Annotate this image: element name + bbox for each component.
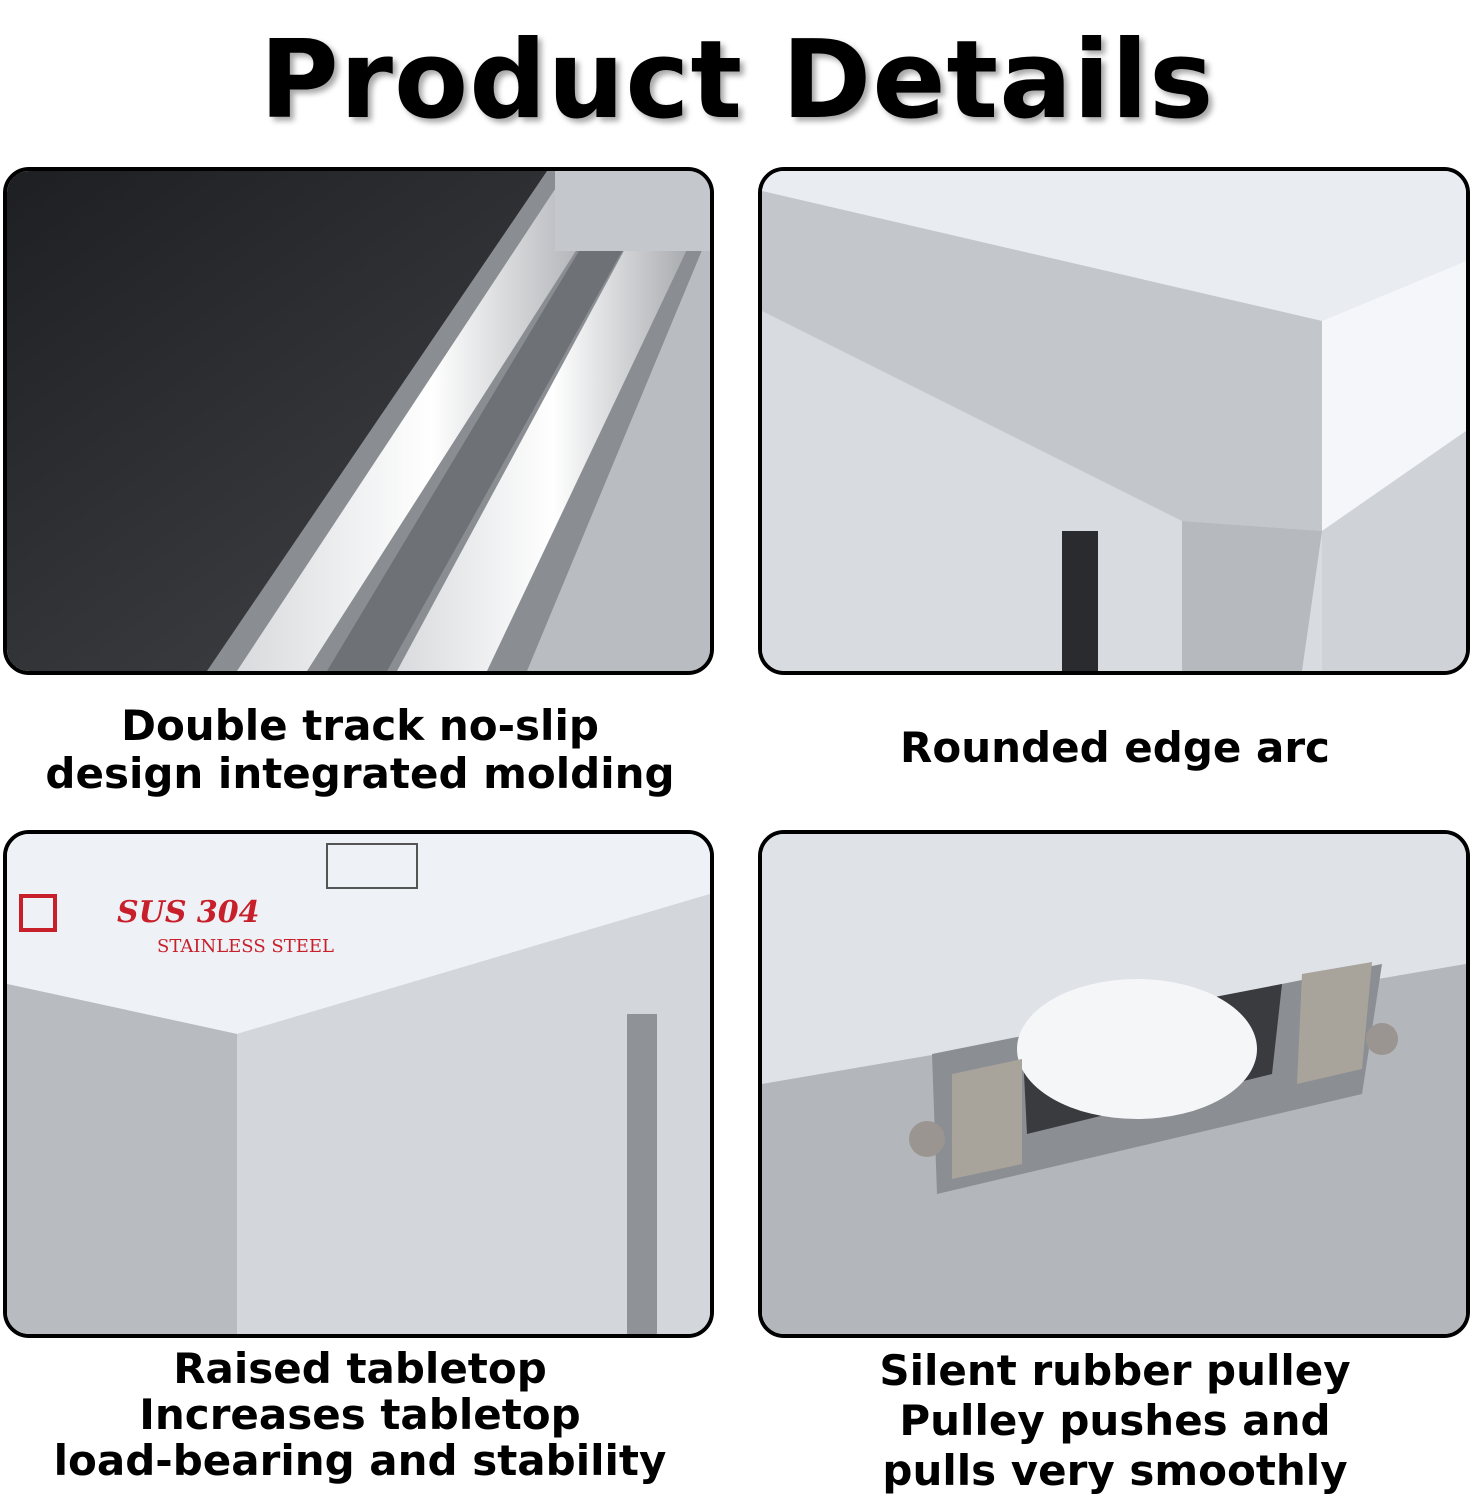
label-sub: STAINLESS STEEL bbox=[157, 936, 334, 957]
pulley-image bbox=[762, 834, 1466, 1334]
rounded-edge-image bbox=[762, 171, 1466, 671]
rivet-icon bbox=[909, 1121, 945, 1157]
caption-rounded-edge: Rounded edge arc bbox=[900, 723, 1330, 772]
label-brand: SUS 304 bbox=[117, 895, 260, 930]
rivet-icon bbox=[1366, 1023, 1398, 1055]
caption-double-track: Double track no-slip design integrated m… bbox=[45, 701, 675, 798]
sus304-label: SUS 304 STAINLESS STEEL bbox=[19, 894, 334, 957]
page-title: Product Details bbox=[259, 17, 1215, 143]
photo-pulley bbox=[758, 830, 1470, 1338]
double-track-image bbox=[7, 171, 710, 671]
photo-raised-tabletop: SUS 304 STAINLESS STEEL bbox=[3, 830, 714, 1338]
photo-double-track bbox=[3, 167, 714, 675]
caption-raised-tabletop: Raised tabletop Increases tabletop load-… bbox=[53, 1344, 667, 1485]
caption-pulley: Silent rubber pulley Pulley pushes and p… bbox=[879, 1346, 1351, 1495]
raised-tabletop-image: SUS 304 STAINLESS STEEL bbox=[7, 834, 710, 1334]
pulley-wheel-icon bbox=[1017, 979, 1257, 1119]
photo-rounded-edge bbox=[758, 167, 1470, 675]
